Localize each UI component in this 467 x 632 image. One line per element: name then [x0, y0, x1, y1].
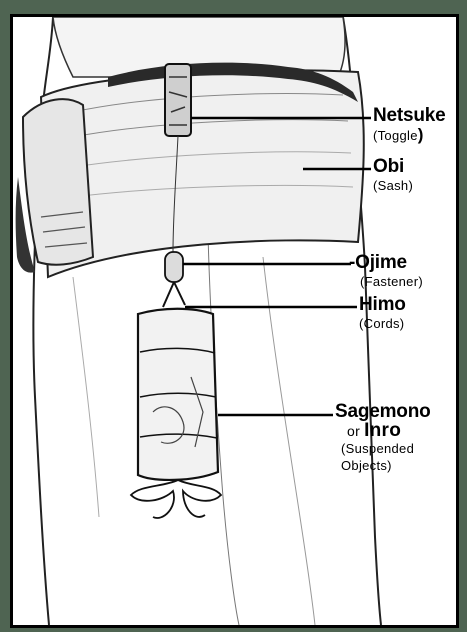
netsuke-sub-close: ): [418, 125, 424, 144]
himo-sub: (Cords): [359, 315, 406, 332]
sagemono-sub1: (Suspended: [341, 440, 431, 457]
sagemono-name: Sagemono: [335, 402, 431, 422]
ojime-name: -Ojime: [349, 253, 423, 273]
kimono-fold-2: [263, 257, 315, 625]
himo-cords: [163, 282, 185, 307]
netsuke-sub: (Toggle): [373, 126, 446, 144]
himo-name: Himo: [359, 295, 406, 315]
sagemono-label: Sagemono orInro (Suspended Objects): [335, 402, 431, 474]
inro-case: [138, 309, 218, 480]
ojime-bead: [165, 252, 183, 282]
sagemono-or: or: [347, 423, 360, 439]
obi-sub: (Sash): [373, 177, 413, 194]
himo-label: Himo (Cords): [359, 295, 406, 332]
obi-folded-end: [23, 99, 93, 265]
sagemono-or-line: orInro: [347, 422, 431, 440]
sagemono-sub2: Objects): [341, 457, 431, 474]
ojime-label: -Ojime (Fastener): [349, 253, 423, 290]
ojime-sub: (Fastener): [360, 273, 423, 290]
netsuke-sub-text: (Toggle: [373, 128, 418, 143]
inro-name: Inro: [364, 420, 401, 441]
diagram-canvas: Netsuke (Toggle) Obi (Sash) -Ojime (Fast…: [13, 17, 456, 625]
obi-label: Obi (Sash): [373, 157, 413, 194]
inro-tassel: [131, 480, 221, 518]
kimono-fold-3: [73, 277, 99, 517]
netsuke-label: Netsuke (Toggle): [373, 106, 446, 144]
obi-name: Obi: [373, 157, 413, 177]
netsuke-name: Netsuke: [373, 106, 446, 126]
